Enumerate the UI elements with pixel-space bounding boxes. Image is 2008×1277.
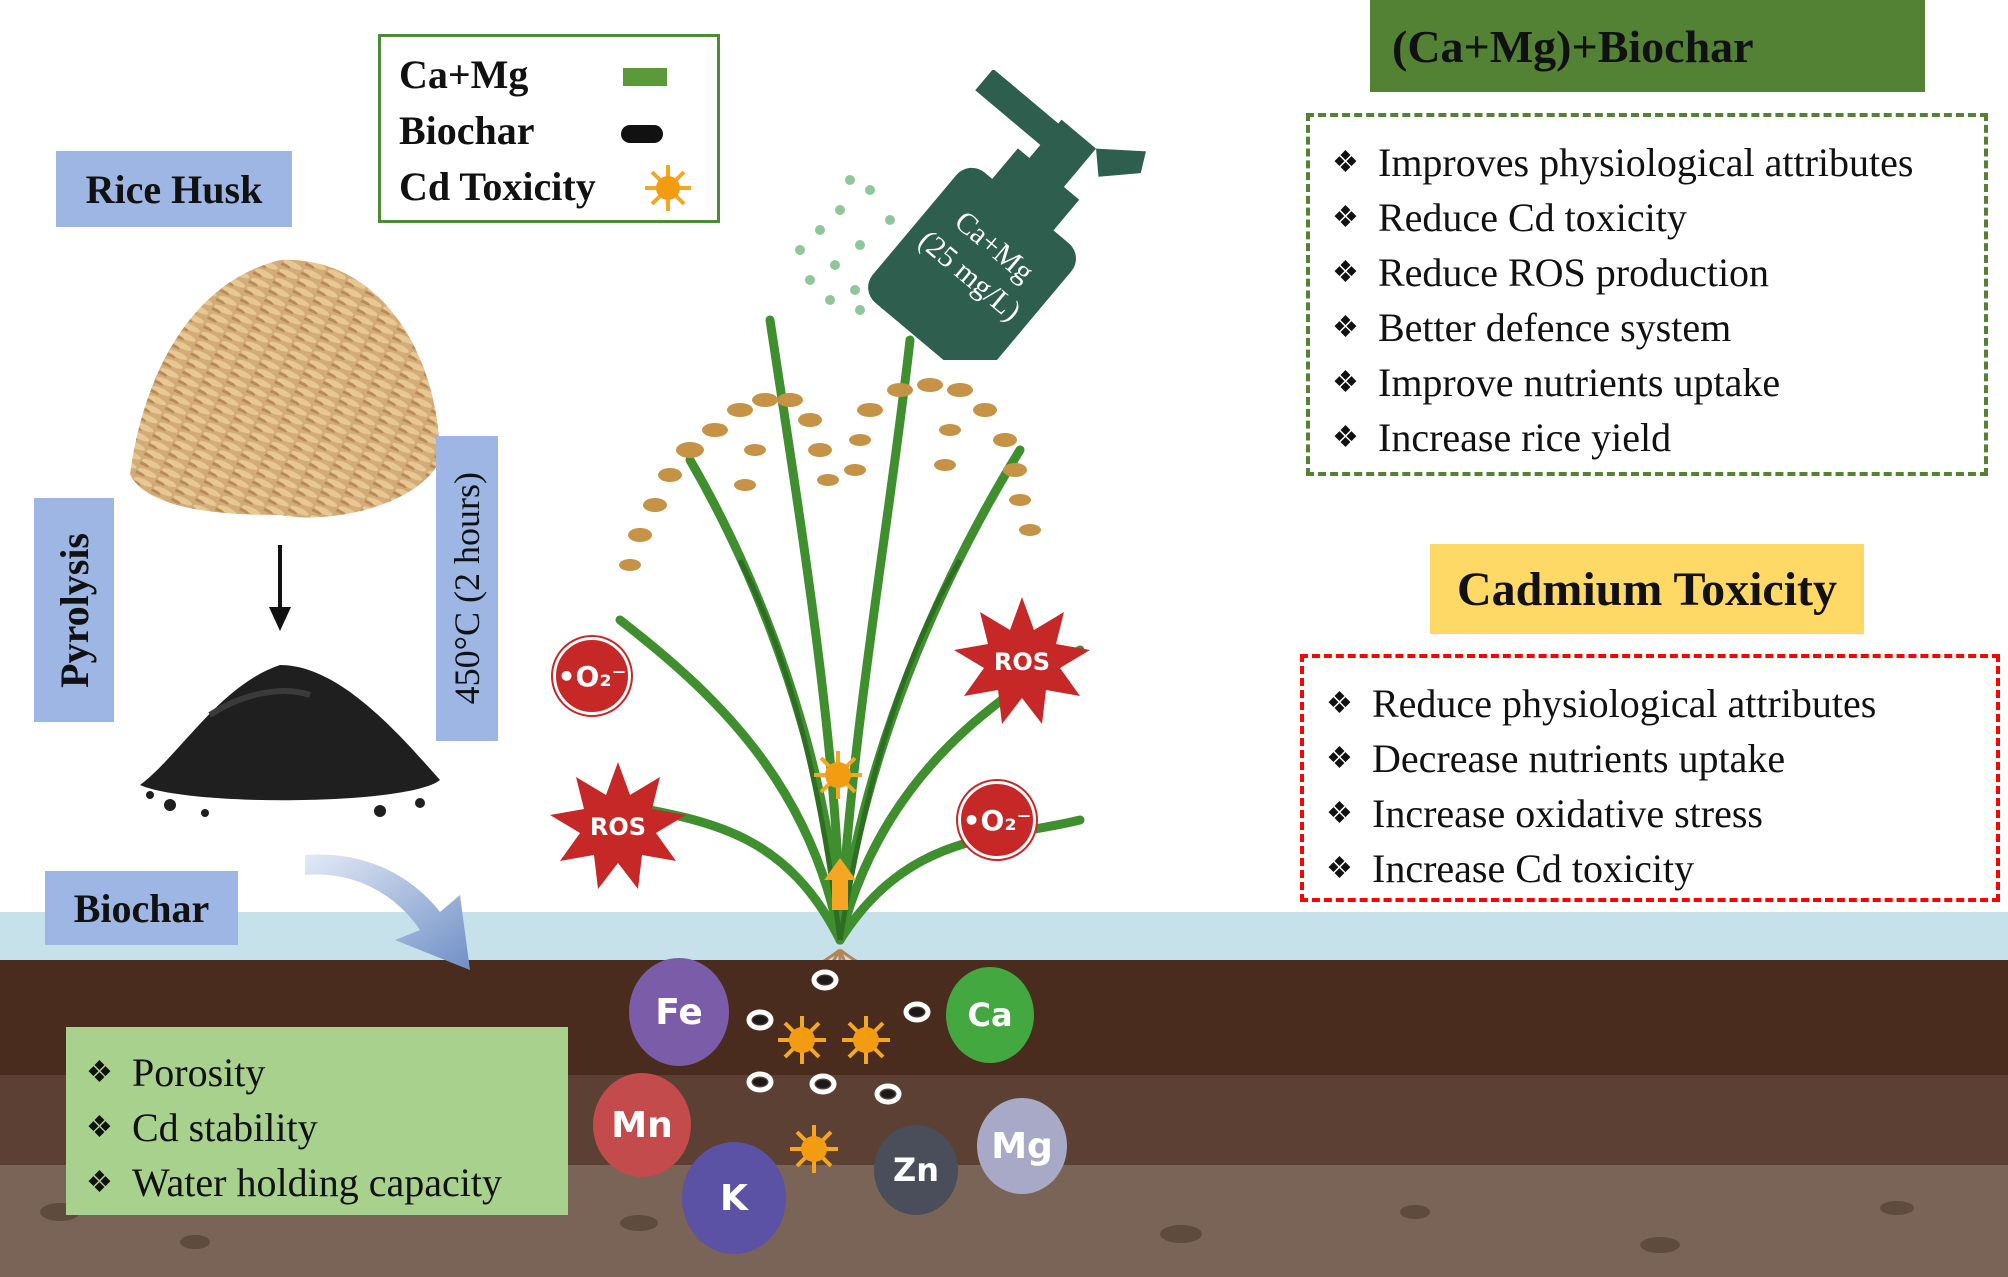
nutrient-k: K	[682, 1142, 786, 1254]
combo-title: (Ca+Mg)+Biochar	[1370, 0, 1925, 92]
orange-sun-icon	[645, 165, 691, 211]
effect-text: Better defence system	[1378, 305, 1732, 350]
list-item: ❖Increase Cd toxicity	[1326, 841, 1996, 896]
curved-arrow-icon	[305, 854, 470, 970]
list-item: ❖Reduce ROS production	[1332, 245, 1984, 300]
combo-title-text: (Ca+Mg)+Biochar	[1392, 20, 1754, 72]
nutrient-label: K	[720, 1177, 748, 1219]
effect-text: Reduce physiological attributes	[1372, 681, 1877, 726]
effect-text: Increase oxidative stress	[1372, 791, 1763, 836]
list-item: ❖Increase rice yield	[1332, 410, 1984, 465]
rice-husk-label: Rice Husk	[56, 151, 292, 227]
legend-label-camg: Ca+Mg	[399, 52, 529, 97]
ros-text: ROS	[994, 648, 1050, 676]
nutrient-ca: Ca	[946, 967, 1034, 1063]
effect-text: Reduce ROS production	[1378, 250, 1770, 295]
superoxide-marker: •O₂⁻	[553, 637, 631, 715]
temperature-text: 450°C (2 hours)	[447, 472, 487, 705]
effect-text: Improves physiological attributes	[1378, 140, 1914, 185]
list-item: ❖Better defence system	[1332, 300, 1984, 355]
ros-burst-icon: ROS	[954, 597, 1090, 724]
list-item: ❖Decrease nutrients uptake	[1326, 731, 1996, 786]
nutrient-label: Ca	[967, 996, 1013, 1034]
biochar-pile-image	[140, 665, 440, 817]
superoxide-marker: •O₂⁻	[958, 781, 1036, 859]
ros-burst-icon: ROS	[550, 762, 686, 889]
cadmium-title: Cadmium Toxicity	[1430, 544, 1864, 634]
temperature-label: 450°C (2 hours)	[436, 436, 498, 741]
list-item: ❖Water holding capacity	[86, 1155, 568, 1210]
nutrient-label: Mn	[611, 1104, 673, 1146]
nutrient-zn: Zn	[874, 1125, 958, 1215]
nutrient-fe: Fe	[629, 958, 729, 1066]
legend-box: Ca+Mg Biochar Cd Toxicity	[378, 34, 720, 223]
cadmium-title-text: Cadmium Toxicity	[1456, 562, 1838, 616]
effect-text: Improve nutrients uptake	[1378, 360, 1781, 405]
down-arrow-icon	[269, 545, 291, 631]
superoxide-text: •O₂⁻	[557, 659, 627, 693]
effect-text: Increase rice yield	[1378, 415, 1672, 460]
legend-label-cd: Cd Toxicity	[399, 164, 596, 209]
spray-bottle-image: Ca+Mg (25 mg/L)	[795, 70, 1146, 360]
list-item: ❖Reduce physiological attributes	[1326, 676, 1996, 731]
biochar-properties-box: ❖Porosity ❖Cd stability ❖Water holding c…	[66, 1027, 568, 1215]
list-item: ❖Reduce Cd toxicity	[1332, 190, 1984, 245]
list-item: ❖Porosity	[86, 1045, 568, 1100]
soil-particles	[746, 969, 931, 1173]
combo-effects-box: ❖Improves physiological attributes ❖Redu…	[1306, 113, 1988, 476]
ros-text: ROS	[590, 813, 646, 841]
list-item: ❖Increase oxidative stress	[1326, 786, 1996, 841]
list-item: ❖Improves physiological attributes	[1332, 135, 1984, 190]
nutrient-label: Fe	[655, 991, 703, 1033]
pyrolysis-label: Pyrolysis	[34, 498, 114, 722]
nutrient-mg: Mg	[977, 1098, 1067, 1194]
effect-text: Increase Cd toxicity	[1372, 846, 1695, 891]
black-capsule-icon	[621, 125, 663, 143]
nutrient-label: Mg	[991, 1125, 1053, 1167]
property-text: Water holding capacity	[132, 1160, 502, 1205]
effect-text: Decrease nutrients uptake	[1372, 736, 1786, 781]
green-bar-icon	[623, 68, 667, 86]
biochar-label: Biochar	[45, 871, 238, 945]
cadmium-effects-box: ❖Reduce physiological attributes ❖Decrea…	[1300, 654, 2000, 902]
nutrient-mn: Mn	[593, 1073, 691, 1177]
nutrient-label: Zn	[893, 1151, 939, 1189]
biochar-text: Biochar	[73, 885, 210, 931]
list-item: ❖Improve nutrients uptake	[1332, 355, 1984, 410]
pyrolysis-text: Pyrolysis	[51, 532, 97, 688]
list-item: ❖Cd stability	[86, 1100, 568, 1155]
superoxide-text: •O₂⁻	[962, 803, 1032, 837]
effect-text: Reduce Cd toxicity	[1378, 195, 1687, 240]
property-text: Cd stability	[132, 1105, 318, 1150]
legend-label-biochar: Biochar	[399, 108, 535, 153]
rice-husk-text: Rice Husk	[85, 166, 263, 212]
rice-husk-pile-image	[130, 259, 440, 518]
water-layer	[0, 912, 2008, 962]
property-text: Porosity	[132, 1050, 266, 1095]
